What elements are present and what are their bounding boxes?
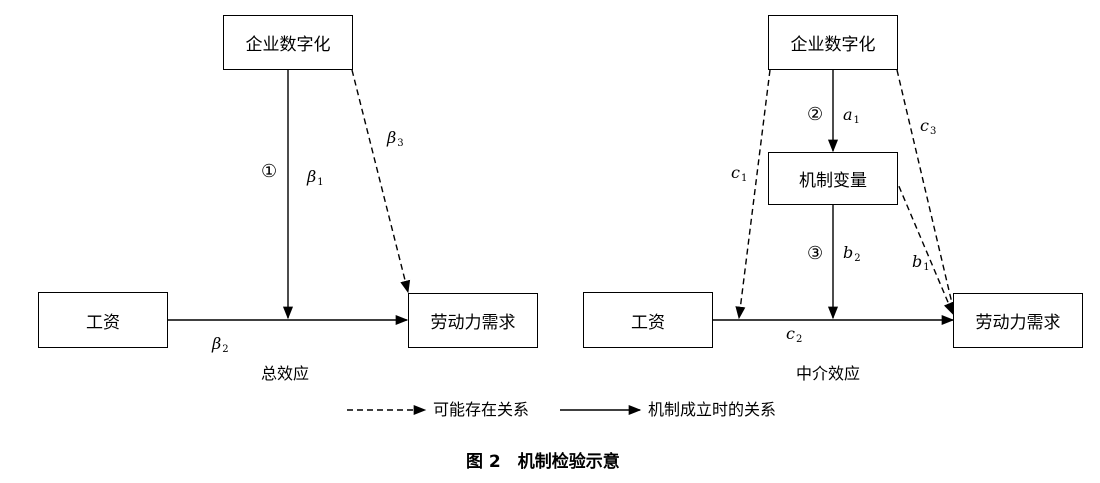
node-wage-left: 工资 (38, 292, 168, 348)
node-digitalization-left: 企业数字化 (223, 15, 353, 70)
node-labor-demand-left: 劳动力需求 (408, 293, 538, 348)
legend-dashed-label: 可能存在关系 (433, 400, 530, 419)
edge-digitalization-to-wage-dashed (735, 69, 771, 320)
legend-solid-label: 机制成立时的关系 (648, 400, 777, 419)
step-3-marker: ③ (807, 243, 824, 264)
label-c3: c3 (920, 116, 937, 137)
label-beta3: β3 (387, 128, 404, 149)
node-wage-right: 工资 (583, 292, 713, 348)
edge-mechanism-to-labor-demand-dashed (894, 176, 954, 316)
step-2-marker: ② (807, 104, 824, 125)
node-digitalization-right: 企业数字化 (768, 15, 898, 70)
node-labor-demand-right: 劳动力需求 (953, 293, 1083, 348)
label-c2: c2 (786, 324, 803, 345)
edge-digitalization-to-labor-demand-dashed-right (896, 69, 958, 318)
figure-title: 图 2 机制检验示意 (466, 452, 620, 472)
node-mechanism: 机制变量 (768, 152, 898, 205)
label-beta2: β2 (212, 334, 229, 355)
label-a1: a1 (843, 105, 860, 126)
caption-total-effect: 总效应 (261, 364, 310, 383)
step-1-marker: ① (261, 161, 278, 182)
label-c1: c1 (731, 163, 748, 184)
label-b1: b1 (912, 252, 930, 273)
label-beta1: β1 (307, 167, 324, 188)
edge-digitalization-to-labor-demand-dashed (351, 69, 411, 294)
caption-mediation-effect: 中介效应 (796, 364, 861, 383)
label-b2: b2 (843, 243, 861, 264)
